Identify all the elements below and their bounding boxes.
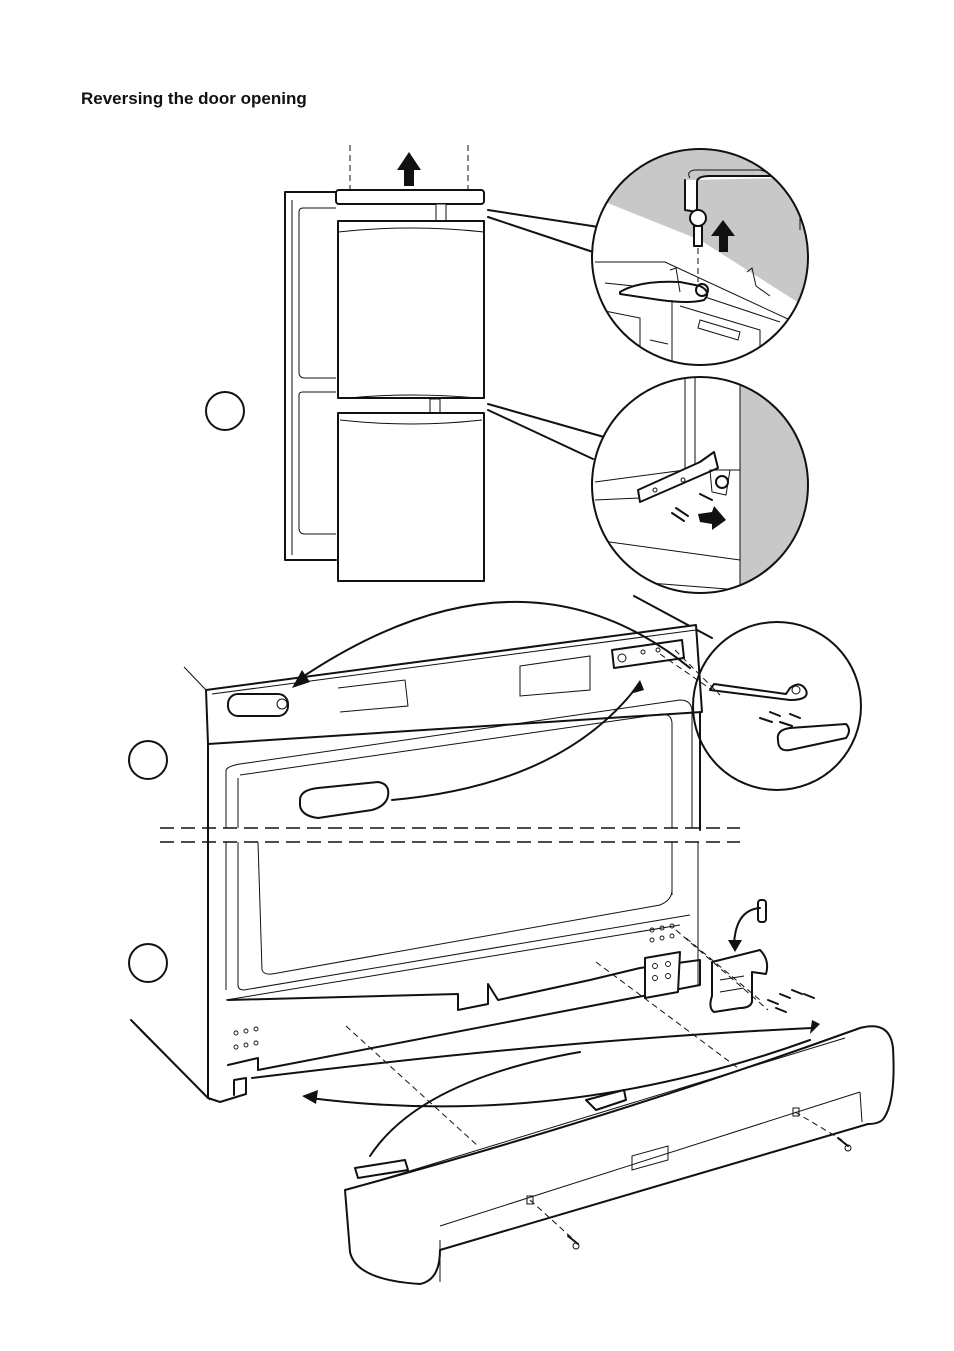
arrow-up-icon bbox=[397, 152, 421, 186]
bottom-hinge-detail bbox=[676, 900, 814, 1012]
base-kickplate bbox=[345, 962, 894, 1284]
step-1-marker bbox=[206, 392, 244, 430]
fridge-front-view bbox=[285, 145, 484, 581]
transfer-arrow-bottom bbox=[252, 1028, 812, 1078]
step-3-marker bbox=[129, 944, 167, 982]
middle-hinge-detail bbox=[590, 375, 812, 595]
top-hinge-detail bbox=[590, 148, 810, 368]
cabinet-bottom-view bbox=[131, 596, 712, 1102]
step-2-marker bbox=[129, 741, 167, 779]
